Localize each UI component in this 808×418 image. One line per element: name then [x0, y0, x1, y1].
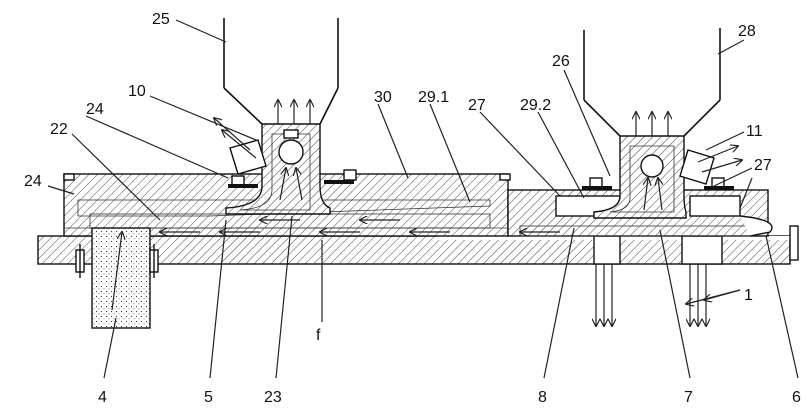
label-10: 10	[128, 83, 146, 100]
label-1: 1	[744, 287, 753, 304]
label-7: 7	[684, 389, 693, 406]
label-25: 25	[152, 11, 170, 28]
label-29-2: 29.2	[520, 97, 551, 114]
label-24-left: 24	[24, 173, 42, 190]
label-11: 11	[746, 123, 763, 140]
label-22: 22	[50, 121, 68, 138]
right-hopper	[582, 28, 742, 219]
label-26: 26	[552, 53, 570, 70]
label-23: 23	[264, 389, 282, 406]
label-27-left: 27	[468, 97, 486, 114]
label-27-right: 27	[754, 157, 772, 174]
outflow-arrows	[596, 264, 706, 326]
part-labels: 25 10 24 22 24 30 29.1 27 29.2 26 28 11 …	[24, 11, 801, 406]
end-cap	[789, 225, 799, 261]
label-f: f	[316, 327, 321, 344]
label-29-1: 29.1	[418, 89, 449, 106]
label-30: 30	[374, 89, 392, 106]
label-8: 8	[538, 389, 547, 406]
label-5: 5	[204, 389, 213, 406]
base-plate	[37, 235, 791, 265]
label-28: 28	[738, 23, 756, 40]
leader-lines	[47, 19, 799, 379]
label-4: 4	[98, 389, 107, 406]
flow-arrows	[160, 220, 560, 232]
left-hopper	[214, 18, 357, 215]
outlet-chamber-4	[75, 227, 159, 329]
label-24-upper: 24	[86, 101, 104, 118]
label-6: 6	[792, 389, 801, 406]
